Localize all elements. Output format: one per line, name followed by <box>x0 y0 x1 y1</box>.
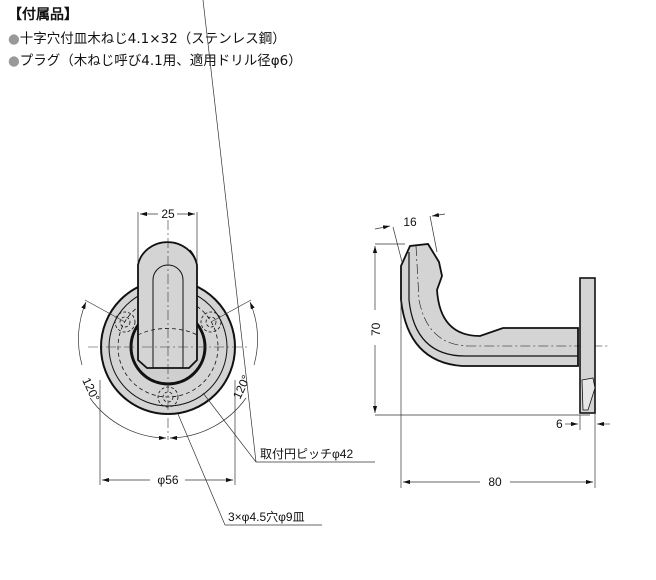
pitch-note: 取付円ピッチφ42 <box>260 447 353 461</box>
accessory-text: プラグ（木ねじ呼び4.1用、適用ドリル径φ6） <box>19 53 302 69</box>
dimension-lines <box>78 0 375 526</box>
center-lines <box>88 220 250 440</box>
bullet-icon: ● <box>8 31 20 47</box>
front-view: 25 φ56 120° 120° 取付円ピッチφ42 3×φ4.5穴φ9皿 <box>78 0 375 526</box>
accessory-item-plug: ●プラグ（木ねじ呼び4.1用、適用ドリル径φ6） <box>8 49 302 69</box>
bullet-icon: ● <box>8 53 20 69</box>
plate-dimension: 6 <box>556 417 563 431</box>
dimension-lines <box>372 212 610 488</box>
accessories-heading: 【付属品】 <box>8 7 78 23</box>
accessory-item-screw: ●十字穴付皿木ねじ4.1×32（ステンレス鋼） <box>8 27 286 47</box>
height-dimension: 70 <box>369 322 383 336</box>
accessory-text: 十字穴付皿木ねじ4.1×32（ステンレス鋼） <box>19 31 286 47</box>
width-dimension: 25 <box>161 207 175 221</box>
thickness-dimension: 16 <box>403 215 417 229</box>
hole-note: 3×φ4.5穴φ9皿 <box>228 509 305 524</box>
angle-left: 120° <box>79 375 102 404</box>
hook-arm <box>137 241 198 369</box>
side-view: 16 70 6 80 <box>369 212 610 489</box>
angle-right: 120° <box>230 373 253 402</box>
diameter-dimension: φ56 <box>157 473 178 487</box>
depth-dimension: 80 <box>488 475 502 489</box>
hook-profile <box>400 243 579 367</box>
